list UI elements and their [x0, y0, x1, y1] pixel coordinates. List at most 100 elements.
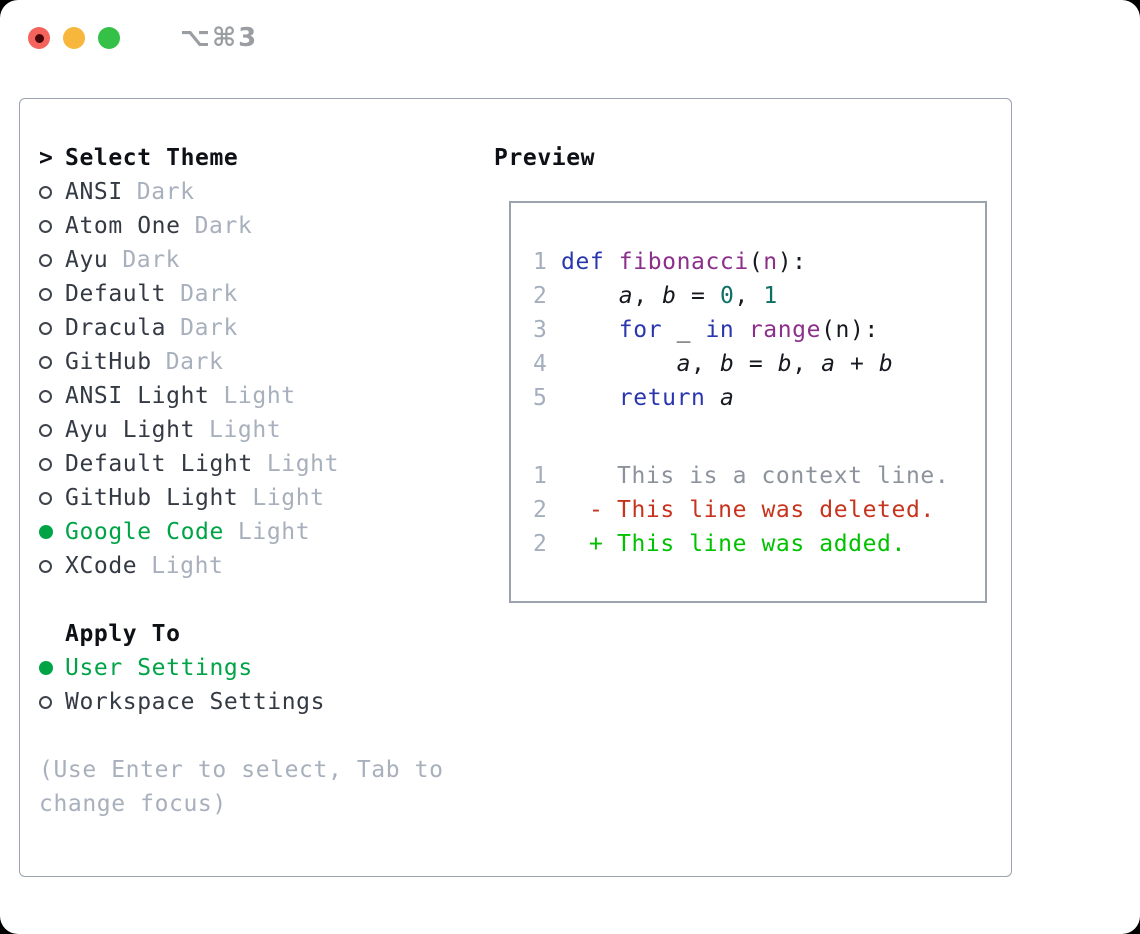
- diff-preview: 1 This is a context line.2-This line was…: [533, 459, 985, 561]
- theme-option[interactable]: Default Dark: [39, 277, 494, 311]
- diff-line-added: 2+This line was added.: [533, 527, 985, 561]
- code-token: (: [748, 249, 764, 275]
- line-number: 1: [533, 463, 548, 489]
- code-line: 3 for _ in range(n):: [533, 313, 985, 347]
- apply-option-label: Workspace Settings: [65, 689, 326, 715]
- code-token: b: [719, 351, 735, 377]
- code-token: a: [719, 385, 735, 411]
- theme-name: XCode: [65, 553, 138, 579]
- code-line: 5 return a: [533, 381, 985, 415]
- diff-marker-added: +: [589, 531, 604, 557]
- code-token: [734, 317, 748, 343]
- theme-option[interactable]: Google Code Light: [39, 515, 494, 549]
- code-token: ):: [777, 249, 807, 275]
- radio-icon: [39, 559, 52, 573]
- radio-marker: [39, 355, 65, 369]
- code-token: ,: [633, 283, 663, 309]
- theme-variant-tag: Light: [237, 519, 311, 545]
- radio-marker: [39, 219, 65, 233]
- theme-name: ANSI: [65, 179, 123, 205]
- code-token: [561, 351, 677, 377]
- radio-marker: [39, 559, 65, 573]
- diff-marker-deleted: -: [589, 497, 604, 523]
- code-token: [561, 317, 619, 343]
- radio-marker: [39, 287, 65, 301]
- theme-section-header: > Select Theme: [39, 141, 494, 175]
- diff-text: This line was added.: [617, 531, 906, 557]
- zoom-button[interactable]: [98, 27, 120, 49]
- close-button[interactable]: [28, 27, 50, 49]
- apply-section-header: Apply To: [39, 617, 494, 651]
- preview-title: Preview: [494, 145, 596, 171]
- theme-name: Dracula: [65, 315, 167, 341]
- code-line: 4 a, b = b, a + b: [533, 347, 985, 381]
- apply-option[interactable]: User Settings: [39, 651, 494, 685]
- code-token: (n):: [821, 317, 879, 343]
- code-text: a, b = b, a + b: [561, 351, 893, 377]
- theme-name: Default: [65, 281, 167, 307]
- code-token: =: [734, 351, 778, 377]
- radio-marker: [39, 525, 65, 539]
- radio-marker: [39, 389, 65, 403]
- code-token: [705, 385, 719, 411]
- code-text: a, b = 0, 1: [561, 283, 778, 309]
- window-title: ⌥⌘3: [180, 23, 259, 53]
- radio-icon: [39, 219, 52, 233]
- code-token: b: [878, 351, 894, 377]
- radio-icon: [39, 253, 52, 267]
- minimize-button[interactable]: [63, 27, 85, 49]
- code-token: ,: [691, 351, 720, 377]
- apply-option[interactable]: Workspace Settings: [39, 685, 494, 719]
- code-token: a: [676, 351, 692, 377]
- code-token: a: [618, 283, 634, 309]
- code-token: range: [748, 317, 822, 343]
- radio-marker: [39, 253, 65, 267]
- diff-line-deleted: 2-This line was deleted.: [533, 493, 985, 527]
- code-token: def: [561, 249, 605, 275]
- radio-marker: [39, 321, 65, 335]
- preview-header: Preview: [494, 141, 1011, 175]
- line-number: 2: [533, 497, 548, 523]
- radio-marker: [39, 457, 65, 471]
- code-text: return a: [561, 385, 734, 411]
- theme-variant-tag: Dark: [180, 281, 238, 307]
- code-token: ,: [734, 283, 764, 309]
- close-dot-icon: [34, 33, 44, 43]
- code-token: a: [821, 351, 836, 377]
- code-token: [561, 385, 619, 411]
- radio-marker: [39, 185, 65, 199]
- theme-name: GitHub Light: [65, 485, 239, 511]
- radio-icon: [39, 355, 52, 369]
- blank-line: [533, 415, 985, 449]
- apply-option-label: User Settings: [65, 655, 253, 681]
- theme-name: Google Code: [65, 519, 224, 545]
- code-token: _: [662, 317, 706, 343]
- code-token: =: [676, 283, 720, 309]
- code-token: b: [777, 351, 793, 377]
- theme-variant-tag: Light: [223, 383, 296, 409]
- radio-icon: [39, 321, 52, 335]
- selection-cursor-icon: >: [39, 145, 54, 171]
- line-number: 4: [533, 351, 548, 377]
- line-number: 2: [533, 283, 548, 309]
- theme-name: Atom One: [65, 213, 181, 239]
- radio-icon: [39, 457, 52, 471]
- window-titlebar: ⌥⌘3: [28, 23, 259, 53]
